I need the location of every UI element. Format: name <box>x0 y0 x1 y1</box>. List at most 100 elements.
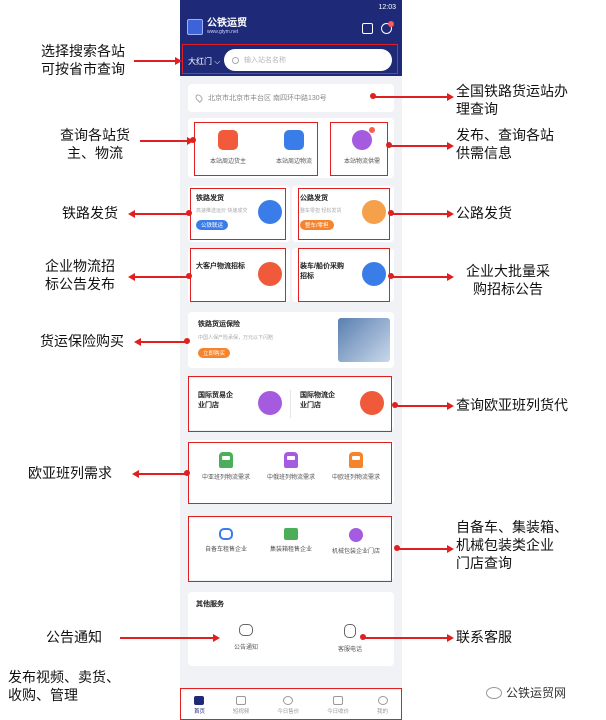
scan-icon[interactable] <box>362 23 373 34</box>
note-notice: 公告通知 <box>46 629 102 645</box>
logo-icon <box>187 19 203 35</box>
rail-shipping-tile[interactable]: 铁路发货 高速推送运价 快速成交 公铁联运 <box>188 186 290 242</box>
tab-label: 首页 <box>193 708 205 715</box>
ship-procurement-tile[interactable]: 装车/船价采购招标 <box>292 248 394 302</box>
arrow-equipment <box>398 545 454 552</box>
dot-eurasia <box>392 402 398 408</box>
other-services-card: 其他服务 公告通知 客服电话 <box>188 592 394 666</box>
dot-equipment <box>394 545 400 551</box>
tab-sell-price[interactable]: 今日售价 <box>277 695 299 715</box>
highlight-intl <box>188 376 392 432</box>
note-rail: 铁路发货 <box>62 205 118 221</box>
road-pill[interactable]: 整车/零担 <box>300 220 334 230</box>
location-card[interactable]: 北京市北京市丰台区 南四环中路130号 <box>188 84 394 112</box>
tab-me[interactable]: 我的 <box>377 695 389 715</box>
station-logistics[interactable]: 本站周边物流 <box>264 130 324 165</box>
rail-title: 铁路发货 <box>196 195 224 202</box>
dot-cargo <box>190 137 196 143</box>
road-title: 公路发货 <box>300 195 328 202</box>
tab-label: 我的 <box>377 708 389 715</box>
tab-video[interactable]: 短视频 <box>232 695 250 715</box>
rail-pill[interactable]: 公铁联运 <box>196 220 229 230</box>
arrow-tender <box>128 273 188 280</box>
dot-supply <box>386 142 392 148</box>
brand-url: www.gtym.net <box>207 29 239 35</box>
service-label: 客服电话 <box>337 647 362 653</box>
note-station-query: 全国铁路货运站办 理查询 <box>456 83 568 117</box>
arrow-bulk <box>392 273 454 280</box>
station-search-input[interactable]: 输入站名名称 <box>224 49 392 71</box>
note-service: 联系客服 <box>456 629 512 645</box>
dot-bulk <box>388 273 394 279</box>
dot-service <box>360 634 366 640</box>
intl-trade-label[interactable]: 国际贸易企业门店 <box>198 392 233 409</box>
customer-service-button[interactable]: 客服电话 <box>320 624 380 653</box>
arrow-notice <box>120 634 220 641</box>
supply-demand-icon <box>352 127 375 150</box>
logistics-bus-icon <box>284 130 304 150</box>
city-selector[interactable]: 大红门 ⌵ <box>188 57 221 66</box>
arrow-service <box>364 634 454 641</box>
download-icon <box>333 695 344 705</box>
truck-icon <box>258 200 282 224</box>
note-supply: 发布、查询各站 供需信息 <box>456 127 554 161</box>
highlight-rail-lines <box>188 442 392 504</box>
road-shipping-tile[interactable]: 公路发货 整车零担 轻松发货 整车/零担 <box>292 186 394 242</box>
highlight-rail <box>190 188 286 240</box>
equipment-label: 机械包装企业门店 <box>331 549 380 555</box>
arrow-cargo <box>140 137 194 144</box>
note-tender: 企业物流招 标公告发布 <box>45 258 115 292</box>
tab-home[interactable]: 首页 <box>193 695 205 715</box>
bottom-tab-bar: 首页 短视频 今日售价 今日收价 我的 <box>180 690 402 720</box>
station-logistics-label: 本站周边物流 <box>275 159 312 165</box>
dot-road <box>388 210 394 216</box>
insurance-card[interactable]: 铁路货运保险 中国人保产险承保，万元以下闪赔 立即购买 <box>188 312 394 368</box>
note-eurasia: 查询欧亚班列货代 <box>456 397 568 413</box>
buy-now-button[interactable]: 立即购买 <box>198 348 231 358</box>
packaging-store[interactable]: 机械包装企业门店 <box>326 528 386 557</box>
notice-button[interactable]: 公告通知 <box>216 624 276 651</box>
wagon-icon <box>219 528 233 540</box>
insurance-title: 铁路货运保险 <box>198 321 240 328</box>
status-bar: 12:03 <box>180 0 402 14</box>
station-cargo-owner-label: 本站周边货主 <box>209 159 246 165</box>
message-icon[interactable] <box>381 21 394 34</box>
tab-label: 短视频 <box>232 708 250 715</box>
container-rental[interactable]: 集装箱租售企业 <box>261 528 321 555</box>
central-asia-rail[interactable]: 中亚班列物流需求 <box>196 452 256 483</box>
watermark-text: 公铁运贸网 <box>506 686 567 700</box>
dot-rail <box>186 210 192 216</box>
tab-label: 今日收价 <box>327 708 350 715</box>
note-video: 发布视频、卖货、 收购、管理 <box>8 669 120 703</box>
equipment-card: 自备车租售企业 集装箱租售企业 机械包装企业门店 <box>188 518 394 580</box>
watermark: 公铁运贸网 <box>486 684 566 701</box>
rail-line-label: 中俄班列物流需求 <box>266 475 315 481</box>
dot-insurance <box>184 338 190 344</box>
arrow-supply <box>390 142 454 149</box>
container-icon <box>284 528 298 540</box>
big-client-title: 大客户物流招标 <box>196 263 245 270</box>
brand-name: 公铁运贸 <box>207 18 247 29</box>
notice-label: 公告通知 <box>233 645 258 651</box>
highlight-bulk <box>298 248 390 302</box>
arrow-search <box>134 57 182 64</box>
station-cargo-owner[interactable]: 本站周边货主 <box>198 130 258 165</box>
highlight-road <box>298 188 390 240</box>
rail-line-label: 中亚班列物流需求 <box>201 475 250 481</box>
price-icon <box>283 695 294 705</box>
china-russia-rail[interactable]: 中俄班列物流需求 <box>261 452 321 483</box>
arrow-eurasia <box>396 402 454 409</box>
dot-station-query <box>370 93 376 99</box>
other-services-title: 其他服务 <box>196 601 224 608</box>
station-supply-demand[interactable]: 本站物流供需 <box>334 127 390 165</box>
intl-logistics-label[interactable]: 国际物流企业门店 <box>300 392 335 409</box>
china-europe-rail[interactable]: 中欧班列物流需求 <box>326 452 386 483</box>
brand-logo: 公铁运贸 www.gtym.net <box>187 19 247 35</box>
packaging-icon <box>349 528 363 542</box>
search-icon <box>232 56 239 64</box>
big-client-tender-tile[interactable]: 大客户物流招标 <box>188 248 290 302</box>
equipment-label: 集装箱租售企业 <box>269 547 312 553</box>
city-label: 大红门 <box>188 57 212 66</box>
private-wagon[interactable]: 自备车租售企业 <box>196 528 256 555</box>
tab-buy-price[interactable]: 今日收价 <box>327 695 350 715</box>
